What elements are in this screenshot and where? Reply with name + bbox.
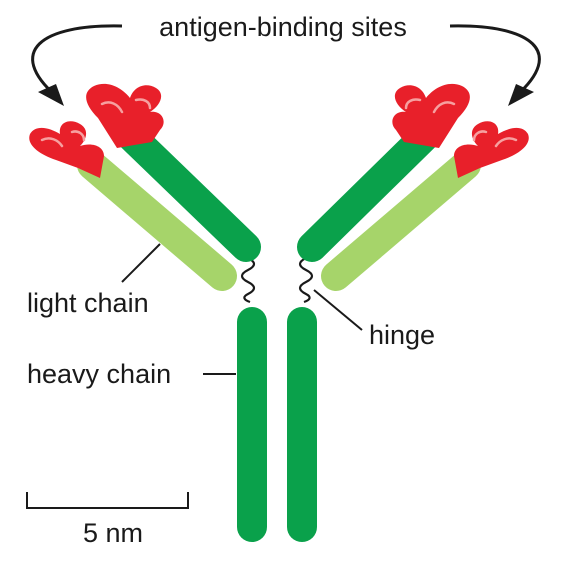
hinge-label: hinge bbox=[369, 320, 435, 350]
antigen-binding-site-heavy-right bbox=[392, 83, 470, 148]
arrow-left bbox=[31, 24, 123, 98]
light-chain-leader-line bbox=[121, 243, 161, 283]
antigen-binding-site-light-right bbox=[454, 121, 529, 178]
antigen-binding-sites-label: antigen-binding sites bbox=[159, 12, 407, 42]
heavy-chain-arm-right bbox=[297, 122, 439, 262]
heavy-chain-arm-left bbox=[117, 122, 261, 262]
heavy-chain-label: heavy chain bbox=[27, 359, 171, 389]
hinge-squiggle-right bbox=[298, 257, 314, 304]
light-chain-label: light chain bbox=[27, 288, 149, 318]
arrowhead-left bbox=[38, 84, 64, 106]
light-chain-right bbox=[321, 150, 481, 291]
scale-bar bbox=[26, 492, 189, 509]
antigen-binding-site-heavy-left bbox=[86, 83, 164, 148]
hinge-leader-line bbox=[313, 289, 363, 331]
antigen-binding-site-light-left bbox=[29, 121, 104, 178]
arrowhead-right bbox=[508, 84, 534, 106]
scale-bar-label: 5 nm bbox=[83, 518, 143, 548]
hinge-squiggle-left bbox=[240, 257, 256, 304]
light-chain-left bbox=[77, 150, 237, 291]
arrow-right bbox=[449, 24, 541, 98]
